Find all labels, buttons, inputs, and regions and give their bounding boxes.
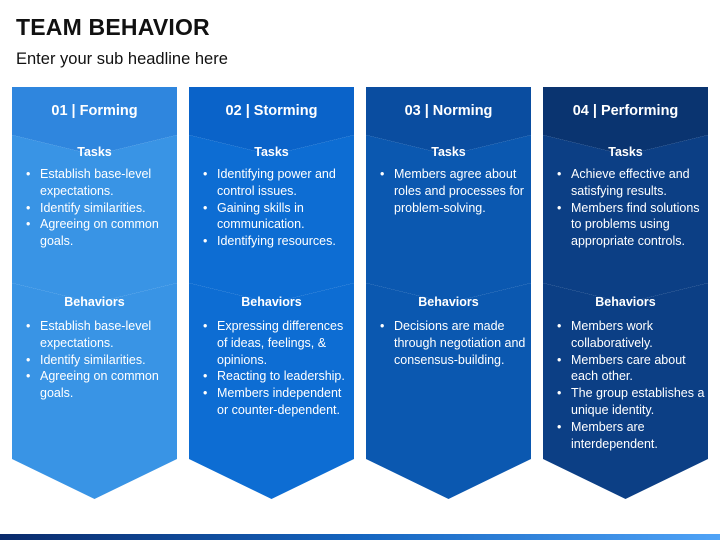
list-item: Members care about each other.: [553, 352, 708, 386]
behaviors-label: Behaviors: [595, 295, 656, 309]
behaviors-list: Establish base-level expectations. Ident…: [22, 318, 177, 402]
list-item: Members are interdependent.: [553, 419, 708, 453]
behaviors-label: Behaviors: [241, 295, 302, 309]
behaviors-list: Members work collaboratively. Members ca…: [553, 318, 708, 452]
tasks-list: Establish base-level expectations. Ident…: [22, 166, 177, 250]
column-header: 04 | Performing: [572, 103, 679, 119]
list-item: Establish base-level expectations.: [22, 166, 177, 200]
list-item: Identify similarities.: [22, 200, 177, 217]
tasks-label: Tasks: [431, 145, 466, 159]
list-item: Identifying resources.: [199, 233, 354, 250]
list-item: Identifying power and control issues.: [199, 166, 354, 200]
tasks-label: Tasks: [77, 145, 112, 159]
list-item: Agreeing on common goals.: [22, 216, 177, 250]
column-header: 02 | Storming: [225, 103, 318, 119]
column-header: 01 | Forming: [51, 103, 138, 119]
tasks-list: Members agree about roles and processes …: [376, 166, 531, 216]
column-forming: 01 | Forming Tasks Establish base-level …: [12, 87, 177, 499]
behaviors-label: Behaviors: [418, 295, 479, 309]
list-item: Members independent or counter-dependent…: [199, 385, 354, 419]
behaviors-list: Expressing differences of ideas, feeling…: [199, 318, 354, 419]
tasks-label: Tasks: [254, 145, 289, 159]
column-storming: 02 | Storming Tasks Identifying power an…: [189, 87, 354, 499]
list-item: Members agree about roles and processes …: [376, 166, 531, 216]
behaviors-label: Behaviors: [64, 295, 125, 309]
slide-title: TEAM BEHAVIOR: [16, 14, 210, 40]
tasks-label: Tasks: [608, 145, 643, 159]
list-item: Agreeing on common goals.: [22, 368, 177, 402]
list-item: Achieve effective and satisfying results…: [553, 166, 708, 200]
footer-accent-bar: [0, 534, 720, 540]
column-header: 03 | Norming: [404, 103, 493, 119]
list-item: The group establishes a unique identity.: [553, 385, 708, 419]
list-item: Expressing differences of ideas, feeling…: [199, 318, 354, 368]
column-norming: 03 | Norming Tasks Members agree about r…: [366, 87, 531, 499]
list-item: Gaining skills in communication.: [199, 200, 354, 234]
tasks-list: Achieve effective and satisfying results…: [553, 166, 708, 250]
list-item: Members find solutions to problems using…: [553, 200, 708, 250]
behaviors-list: Decisions are made through negotiation a…: [376, 318, 531, 368]
list-item: Identify similarities.: [22, 352, 177, 369]
column-performing: 04 | Performing Tasks Achieve effective …: [543, 87, 708, 499]
list-item: Establish base-level expectations.: [22, 318, 177, 352]
list-item: Reacting to leadership.: [199, 368, 354, 385]
tasks-list: Identifying power and control issues. Ga…: [199, 166, 354, 250]
list-item: Members work collaboratively.: [553, 318, 708, 352]
slide-subtitle: Enter your sub headline here: [16, 50, 228, 68]
list-item: Decisions are made through negotiation a…: [376, 318, 531, 368]
